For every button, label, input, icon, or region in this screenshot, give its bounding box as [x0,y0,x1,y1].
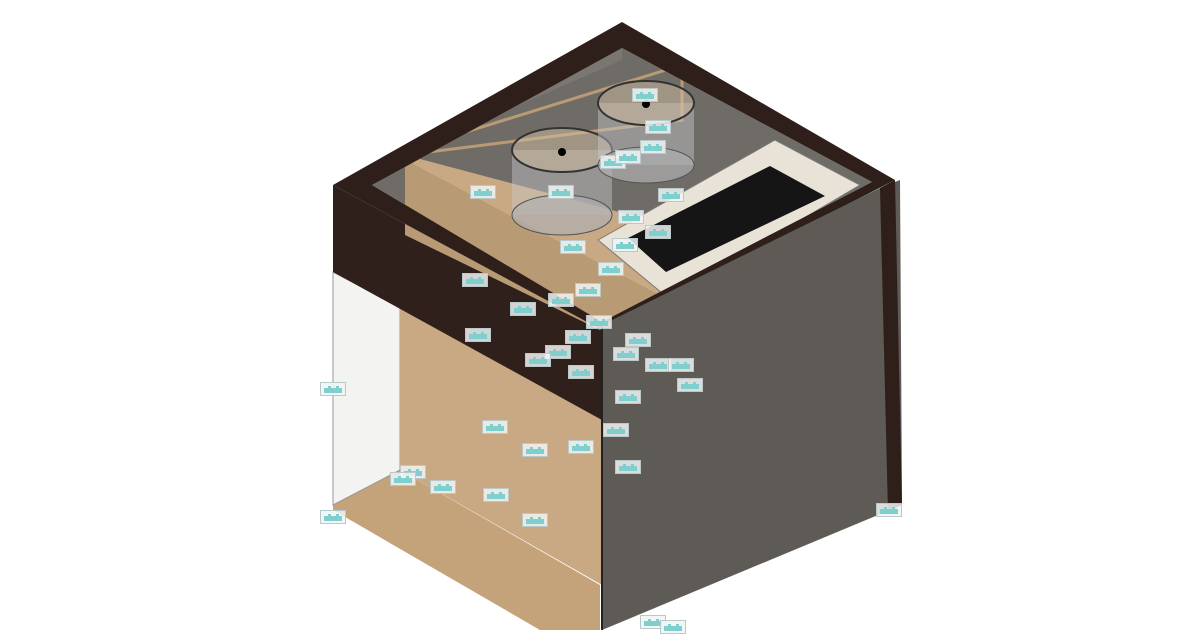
joint-icon[interactable] [568,440,594,454]
side-panel-edge [880,180,902,512]
joint-icon[interactable] [320,510,346,524]
joint-icon[interactable] [430,480,456,494]
joint-icon[interactable] [625,333,651,347]
gray-side-panel [602,180,902,630]
joint-icon[interactable] [560,240,586,254]
joint-icon[interactable] [548,293,574,307]
joint-icon[interactable] [640,615,666,629]
joint-icon[interactable] [645,120,671,134]
joint-icon[interactable] [525,353,551,367]
joint-icon[interactable] [615,390,641,404]
joint-icon[interactable] [522,513,548,527]
joint-icon[interactable] [668,358,694,372]
joint-icon[interactable] [320,382,346,396]
joint-icon[interactable] [548,185,574,199]
joint-icon[interactable] [586,315,612,329]
cabinet-floor [333,470,600,630]
oak-divider-face [405,160,668,330]
joint-icon[interactable] [545,345,571,359]
joint-icon[interactable] [598,262,624,276]
joint-icon[interactable] [640,140,666,154]
joint-icon[interactable] [660,620,686,634]
joint-icon[interactable] [483,488,509,502]
joint-icon[interactable] [615,150,641,164]
joint-icon[interactable] [677,378,703,392]
joint-icon[interactable] [876,503,902,517]
joint-icon[interactable] [470,185,496,199]
oak-back-panel [400,307,602,585]
tray-opening [628,166,825,272]
joint-icon[interactable] [565,330,591,344]
joint-icon[interactable] [645,225,671,239]
joint-icon[interactable] [482,420,508,434]
joint-icon[interactable] [462,273,488,287]
joint-icon[interactable] [510,302,536,316]
joint-icon[interactable] [658,188,684,202]
joint-icon[interactable] [613,347,639,361]
joint-icon[interactable] [618,210,644,224]
joint-icon[interactable] [632,88,658,102]
joint-icon[interactable] [603,423,629,437]
canister-right [597,80,695,184]
joint-icon[interactable] [465,328,491,342]
joint-icon[interactable] [568,365,594,379]
joint-icon[interactable] [390,472,416,486]
joint-icon[interactable] [575,283,601,297]
joint-icon[interactable] [612,238,638,252]
canister-left [511,127,613,236]
walnut-top-rim [333,22,895,330]
joint-icon[interactable] [615,460,641,474]
joint-icon[interactable] [522,443,548,457]
